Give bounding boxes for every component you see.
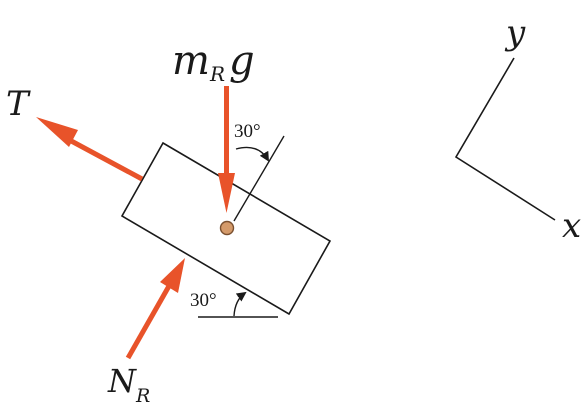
- y-axis-label: y: [504, 13, 526, 53]
- top-angle-label: 30°: [234, 121, 261, 142]
- tension-arrow: [36, 117, 144, 182]
- normal-label: NR: [107, 362, 150, 407]
- bottom-angle-label: 30°: [190, 290, 217, 311]
- weight-arrow: [218, 86, 235, 213]
- bottom-angle-arc: [233, 291, 247, 317]
- x-axis-label: x: [562, 206, 581, 246]
- weight-symbol: m: [172, 38, 210, 84]
- weight-subscript: R: [209, 62, 225, 86]
- normal-arrow: [125, 258, 185, 360]
- top-angle-arc: [235, 146, 269, 162]
- normal-symbol: N: [107, 362, 137, 400]
- tension-label: T: [6, 84, 31, 124]
- center-of-mass-dot: [219, 220, 235, 236]
- block-outline: [120, 141, 332, 316]
- weight-tail: g: [229, 38, 255, 84]
- normal-subscript: R: [135, 385, 150, 407]
- coordinate-axes: [454, 57, 556, 221]
- perpendicular-reference-line: [233, 135, 285, 222]
